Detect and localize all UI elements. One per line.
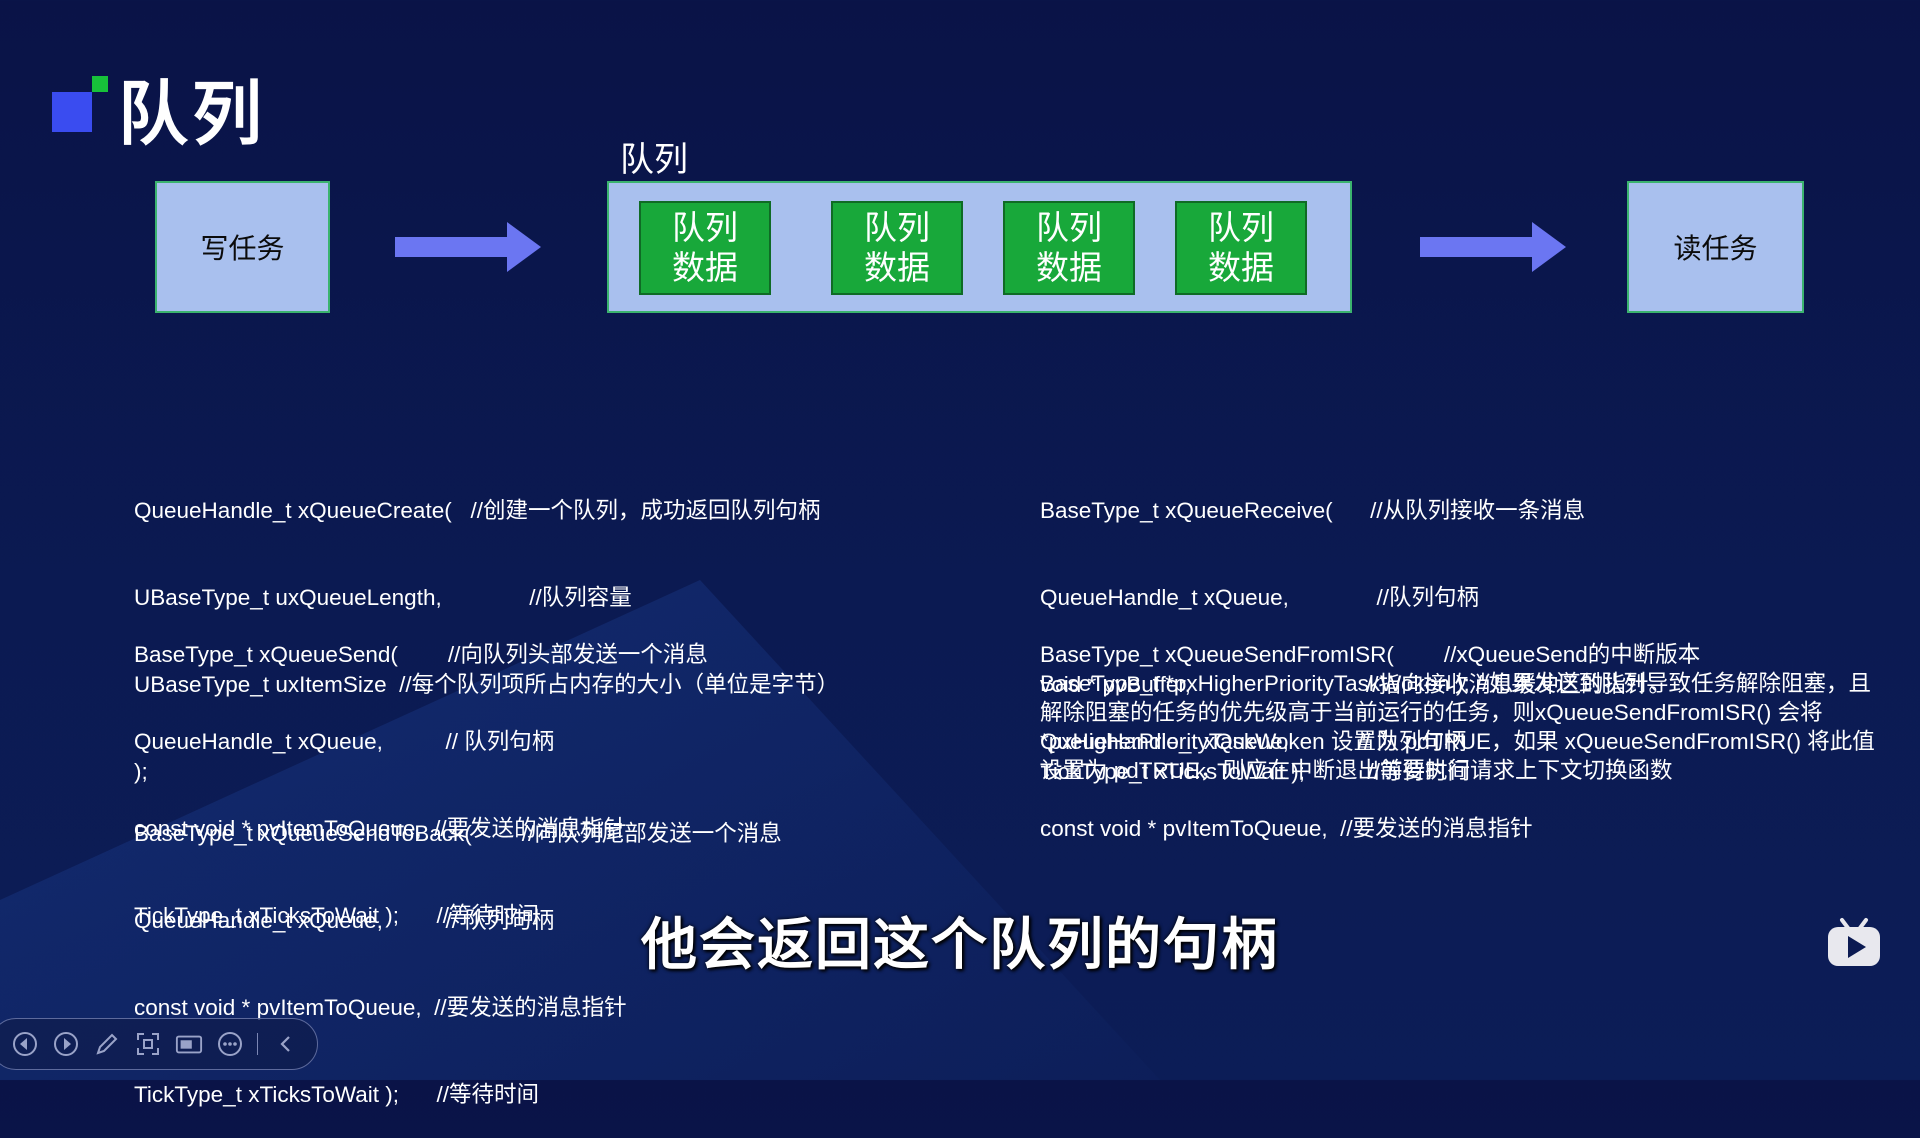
queue-cell: 队列 数据 xyxy=(639,201,771,295)
cell-line-2: 数据 xyxy=(1208,248,1274,287)
code-line: QueueHandle_t xQueue, // 队列句柄 xyxy=(1040,729,1467,754)
code-line: QueueHandle_t xQueue, // 队列句柄 xyxy=(134,908,555,933)
code-line: ); xyxy=(134,759,148,784)
cell-line-1: 队列 xyxy=(1036,208,1102,247)
more-icon[interactable] xyxy=(216,1030,244,1058)
code-line: const void * pvItemToQueue, //要发送的消息指针 xyxy=(134,995,627,1020)
cell-line-1: 队列 xyxy=(672,208,738,247)
title-mark-blue xyxy=(52,92,92,132)
collapse-icon[interactable] xyxy=(271,1030,299,1058)
cell-line-2: 数据 xyxy=(672,248,738,287)
reader-task-label: 读任务 xyxy=(1673,232,1758,265)
queue-cell: 队列 数据 xyxy=(1003,201,1135,295)
code-line: BaseType_t xQueueSendToBack( //向队列尾部发送一个… xyxy=(134,821,782,846)
queue-cell: 队列 数据 xyxy=(831,201,963,295)
writer-task-label: 写任务 xyxy=(200,232,285,265)
pen-icon[interactable] xyxy=(93,1030,121,1058)
arrow-right-icon xyxy=(1420,222,1566,272)
code-line: UBaseType_t uxItemSize //每个队列项所占内存的大小（单位… xyxy=(134,672,840,697)
subtitle-caption: 他会返回这个队列的句柄 xyxy=(641,913,1279,978)
title-mark-green xyxy=(92,76,108,92)
presentation-toolbar xyxy=(0,1018,318,1070)
code-line: QueueHandle_t xQueue, //队列句柄 xyxy=(1040,585,1479,610)
cell-line-1: 队列 xyxy=(864,208,930,247)
code-line: UBaseType_t uxQueueLength, //队列容量 xyxy=(134,585,632,610)
prev-icon[interactable] xyxy=(11,1030,39,1058)
cell-line-2: 数据 xyxy=(864,248,930,287)
code-line: BaseType_t xQueueSend( //向队列头部发送一个消息 xyxy=(134,642,708,667)
writer-task-box: 写任务 xyxy=(155,181,330,313)
code-line: BaseType_t xQueueReceive( //从队列接收一条消息 xyxy=(1040,498,1586,523)
code-queue-receive: BaseType_t xQueueReceive( //从队列接收一条消息 Qu… xyxy=(1040,438,1671,815)
code-queue-create: QueueHandle_t xQueueCreate( //创建一个队列，成功返… xyxy=(134,438,839,815)
camera-icon[interactable] xyxy=(175,1030,203,1058)
code-queue-send: BaseType_t xQueueSend( //向队列头部发送一个消息 Que… xyxy=(134,582,708,959)
toolbar-divider xyxy=(257,1033,258,1055)
code-line: TickType_t xTicksToWait ); //等待时间 xyxy=(1040,759,1471,784)
code-line: TickType_t xTicksToWait ); //等待时间 xyxy=(134,1082,540,1107)
code-line: const void * pvItemToQueue, //要发送的消息指针 xyxy=(134,816,627,841)
focus-icon[interactable] xyxy=(134,1030,162,1058)
queue-box: 队列 数据 队列 数据 队列 数据 队列 数据 xyxy=(607,181,1352,313)
code-line: QueueHandle_t xQueueCreate( //创建一个队列，成功返… xyxy=(134,498,821,523)
code-line: TickType_t xTicksToWait ); //等待时间 xyxy=(134,903,540,928)
cell-line-2: 数据 xyxy=(1036,248,1102,287)
page-title: 队列 xyxy=(118,73,266,155)
code-line: QueueHandle_t xQueue, // 队列句柄 xyxy=(134,729,555,754)
code-line: void * pvBuffer, //指向接收消息缓冲区的指针。 xyxy=(1040,672,1671,697)
code-isr-comment: BaseType_t *pxHigherPriorityTaskWoken );… xyxy=(1040,671,1875,783)
code-line: BaseType_t xQueueSendFromISR( //xQueueSe… xyxy=(1040,642,1701,667)
code-line: const void * pvItemToQueue, //要发送的消息指针 xyxy=(1040,816,1533,841)
reader-task-box: 读任务 xyxy=(1627,181,1804,313)
queue-cell: 队列 数据 xyxy=(1175,201,1307,295)
video-logo-icon xyxy=(1828,918,1880,966)
arrow-right-icon xyxy=(395,222,541,272)
code-queue-send-from-isr: BaseType_t xQueueSendFromISR( //xQueueSe… xyxy=(1040,582,1700,872)
next-icon[interactable] xyxy=(52,1030,80,1058)
queue-label: 队列 xyxy=(620,140,688,180)
cell-line-1: 队列 xyxy=(1208,208,1274,247)
